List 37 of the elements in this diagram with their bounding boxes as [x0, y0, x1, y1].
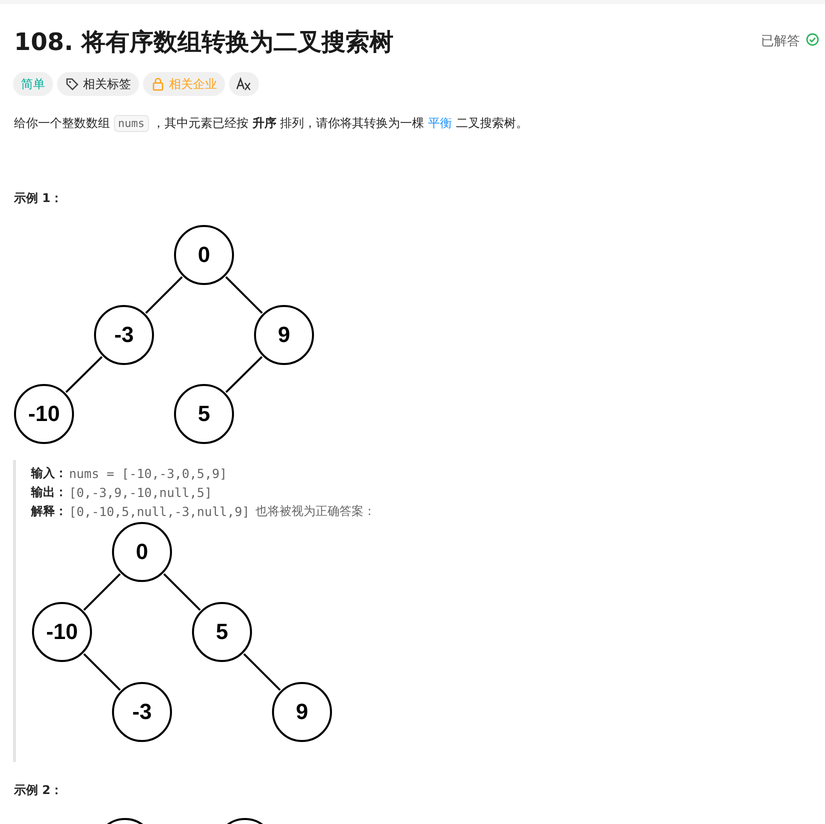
tree-node: -10 [32, 602, 92, 662]
code-text: nums = [-10,-3,0,5,9] [69, 466, 228, 481]
tree-node: 9 [272, 682, 332, 742]
section-heading: 示例 1： [14, 190, 63, 207]
field-label: 输出： [31, 484, 67, 501]
code-text: [0,-3,9,-10,null,5] [69, 485, 212, 500]
tree-node: 5 [174, 384, 234, 444]
difficulty-badge: 简单 [13, 72, 53, 96]
tree-edge [65, 356, 103, 393]
tree-node: 5 [192, 602, 252, 662]
tree-edge [145, 276, 183, 314]
note-text: 也将被视为正确答案： [256, 503, 376, 520]
tree-edge [225, 276, 263, 314]
status-text: 已解答 [761, 33, 800, 50]
tree-node: -10 [14, 384, 74, 444]
field-label: 解释： [31, 503, 67, 520]
code-text: [0,-10,5,null,-3,null,9] [69, 504, 250, 519]
section-heading: 示例 2： [14, 782, 63, 799]
tree-node: 0 [174, 225, 234, 285]
tree-edge [83, 573, 121, 611]
description-text: ，其中元素已经按 升序 排列，请你将其转换为一棵 [152, 115, 424, 132]
description-text: 给你一个整数数组 [14, 115, 110, 132]
link: 平衡 [428, 115, 452, 132]
field-label: 输入： [31, 465, 67, 482]
tree-node: 0 [112, 522, 172, 582]
tree-node: -3 [112, 682, 172, 742]
tree-node: -3 [94, 305, 154, 365]
tree-edge [243, 653, 281, 691]
description-text: 二叉搜索树。 [456, 115, 528, 132]
inline-code: nums [114, 115, 148, 132]
companies-button: 相关企业 [143, 72, 225, 96]
tree-edge [225, 356, 263, 393]
tree-edge [83, 653, 121, 691]
tags-button: 相关标签 [57, 72, 139, 96]
tree-edge [163, 573, 201, 611]
page-title: 108. 将有序数组转换为二叉搜索树 [14, 27, 394, 58]
tree-node: 9 [254, 305, 314, 365]
